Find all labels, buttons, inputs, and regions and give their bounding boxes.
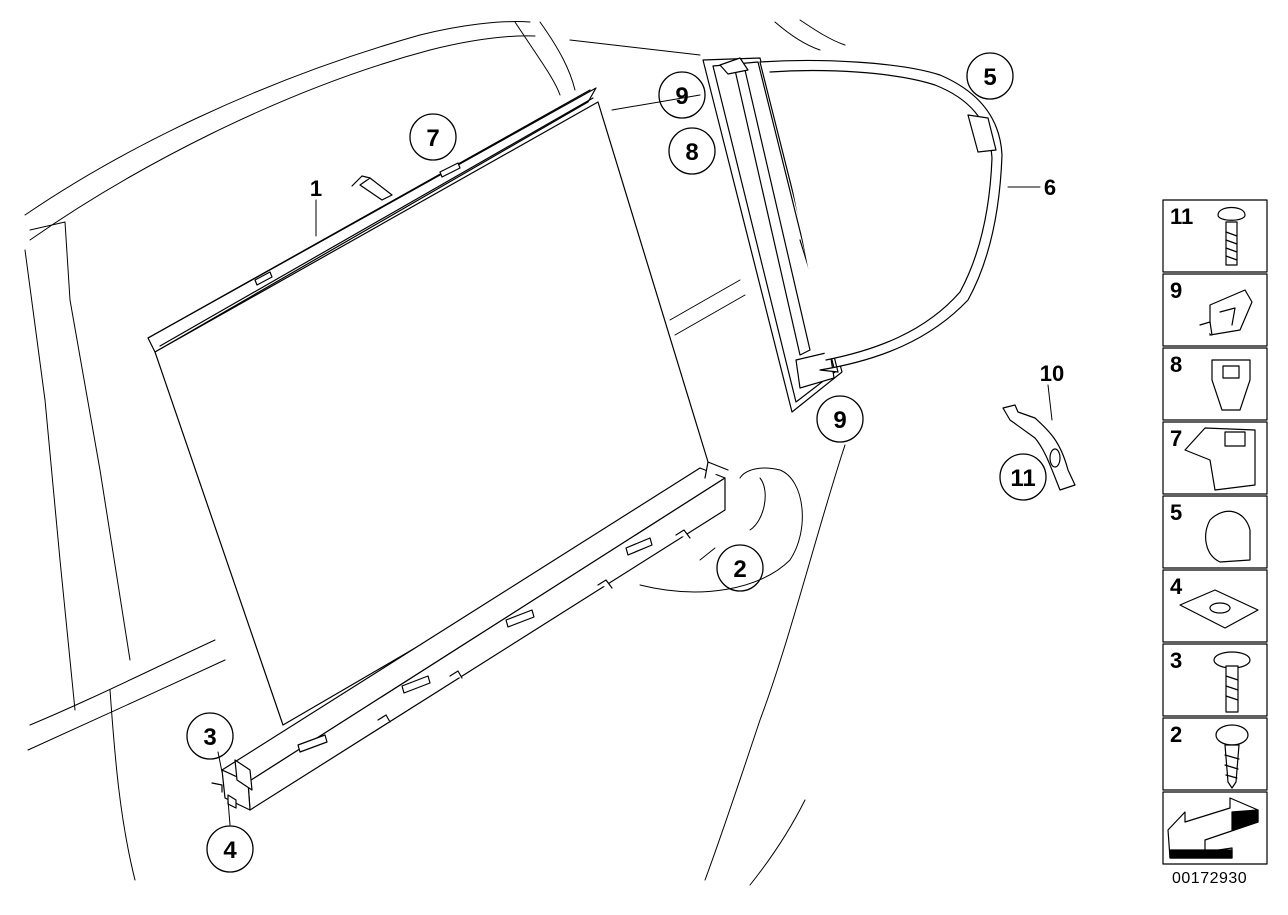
- callout-11: 11: [1010, 465, 1035, 492]
- legend-label-3: 3: [1170, 648, 1182, 673]
- legend-label-9: 9: [1170, 278, 1182, 303]
- callout-9-top: 9: [675, 83, 688, 110]
- bolt-icon: [1213, 651, 1251, 713]
- callout-8: 8: [685, 139, 698, 166]
- callout-10: 10: [1040, 361, 1064, 386]
- callout-9-bottom: 9: [833, 407, 846, 434]
- clip-icon: [1199, 289, 1253, 336]
- leader-lines: [217, 186, 1053, 826]
- cover-cap-icon: [1205, 510, 1251, 563]
- document-number: 00172930: [1172, 870, 1248, 887]
- callout-6: 6: [1044, 175, 1056, 200]
- callout-7: 7: [426, 125, 439, 152]
- callout-4: 4: [223, 837, 237, 864]
- bracket-part-10: [1002, 404, 1076, 491]
- callout-3: 3: [203, 724, 216, 751]
- arrow-icon: [1167, 797, 1259, 859]
- speed-nut-icon: [1179, 589, 1259, 629]
- legend-label-7: 7: [1170, 426, 1182, 451]
- sunblind-rail: [211, 461, 729, 811]
- callout-1: 1: [310, 176, 322, 201]
- screw-icon: [1217, 206, 1246, 266]
- end-cap-icon: [1184, 427, 1256, 491]
- legend-label-8: 8: [1170, 352, 1182, 377]
- legend-label-5: 5: [1170, 500, 1182, 525]
- window-guide-rail: [702, 57, 843, 413]
- callout-2: 2: [733, 556, 746, 583]
- sunblind-assembly: [147, 87, 713, 726]
- legend-label-11: 11: [1170, 204, 1193, 229]
- nut-icon: [1211, 359, 1251, 411]
- legend-label-2: 2: [1170, 722, 1182, 747]
- legend-label-4: 4: [1170, 574, 1183, 599]
- quarter-window-glass: [759, 59, 1003, 373]
- self-tapping-screw-icon: [1215, 724, 1249, 789]
- callout-circles: [186, 52, 1047, 873]
- callout-5: 5: [983, 64, 996, 91]
- legend-boxes: [1162, 199, 1268, 865]
- vehicle-body-outline: [24, 19, 846, 886]
